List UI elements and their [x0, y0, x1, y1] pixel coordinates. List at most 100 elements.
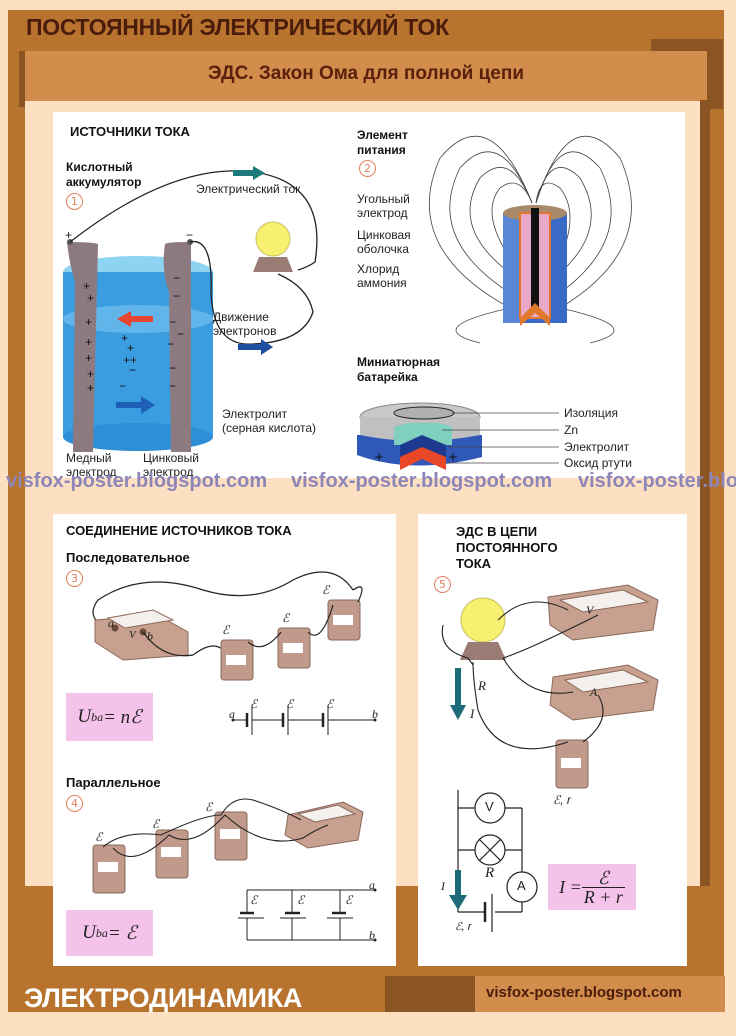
schematic-current-arrow [449, 870, 467, 910]
footer-decor [385, 976, 475, 1012]
svg-text:−: − [119, 379, 126, 393]
schematic-a: A [517, 878, 526, 893]
watermark-row: visfox-poster.blogspot.com visfox-poster… [0, 470, 736, 496]
sources-title: ИСТОЧНИКИ ТОКА [70, 124, 190, 139]
svg-text:R: R [477, 678, 486, 693]
current-arrow-down [450, 668, 466, 720]
svg-text:+: + [85, 315, 92, 329]
zinc-label: Цинковый электрод [143, 451, 199, 479]
pschem-emf-3: ℰ [345, 893, 353, 907]
svg-text:+: + [85, 335, 92, 349]
bulb-socket [253, 257, 293, 272]
bulb-glass [255, 221, 291, 257]
schematic-i: I [441, 879, 445, 893]
svg-text:+: + [87, 381, 94, 395]
formula-denominator: R + r [581, 886, 625, 907]
formula-rhs: = ℰ [107, 922, 137, 944]
electron-label: Движение электронов [213, 310, 277, 338]
svg-text:+: + [127, 341, 134, 355]
parallel-title: Параллельное [66, 775, 161, 790]
series-emf-2: ℰ [282, 611, 290, 625]
schem-emf-1: ℰ [250, 697, 258, 711]
mini-label-electrolyte: Электролит [564, 440, 630, 454]
mini-label-insulation: Изоляция [564, 406, 618, 420]
parallel-emf-2: ℰ [152, 817, 160, 831]
svg-text:−: − [186, 228, 193, 242]
acid-battery-illustration: +− +++ ++++ ++++ −−− −−−− −− [63, 166, 318, 452]
number-badge-1: 1 [66, 193, 83, 210]
series-b-label: b [372, 707, 378, 721]
watermark-text: visfox-poster.blogspot.com [291, 470, 553, 492]
pschem-emf-1: ℰ [250, 893, 258, 907]
cell-label-ammonium: Хлорид аммония [357, 262, 407, 290]
svg-text:I: I [469, 706, 475, 721]
cell-label-carbon: Угольный электрод [357, 192, 410, 220]
mini-zn [394, 423, 452, 445]
formula-sub: ba [95, 925, 108, 940]
cell-title: Элемент питания [357, 128, 408, 157]
mini-battery-illustration: ++ [357, 402, 559, 470]
parallel-a-label: a [369, 878, 375, 892]
svg-text:+: + [83, 279, 90, 293]
emf-schematic [449, 790, 538, 932]
acid-title: Кислотный аккумулятор [66, 160, 142, 189]
watermark-text: visfox-poster.blogspot.com [578, 470, 736, 492]
voltmeter-symbol [474, 792, 506, 824]
svg-text:−: − [173, 271, 180, 285]
series-title: Последовательное [66, 550, 190, 565]
series-emf-3: ℰ [322, 583, 330, 597]
cell-label-zinc: Цинковая оболочка [357, 228, 411, 256]
number-badge-2: 2 [359, 160, 376, 177]
parallel-emf-1: ℰ [95, 830, 103, 844]
parallel-emf-3: ℰ [205, 800, 213, 814]
decor-right [700, 100, 710, 886]
formula-u: U [82, 922, 96, 943]
schematic-source: ℰ, r [455, 921, 472, 933]
svg-text:++: ++ [123, 353, 137, 367]
watermark-text: visfox-poster.blogspot.com [6, 470, 268, 492]
svg-text:−: − [167, 337, 174, 351]
field-lines [428, 135, 632, 344]
copper-label: Медный электрод [66, 451, 117, 479]
mini-title: Миниатюрная батарейка [357, 355, 441, 384]
footer-title: ЭЛЕКТРОДИНАМИКА [24, 983, 303, 1013]
svg-text:+: + [374, 450, 384, 464]
svg-text:−: − [173, 289, 180, 303]
emf-bulb-socket [460, 642, 506, 660]
svg-text:+: + [87, 367, 94, 381]
svg-text:+: + [65, 228, 72, 242]
formula-lhs: I = [559, 876, 582, 897]
series-illustration: abV [92, 571, 363, 681]
series-schematic [231, 705, 377, 735]
schem-emf-3: ℰ [326, 697, 334, 711]
svg-text:−: − [169, 315, 176, 329]
formula-u: U [77, 706, 92, 727]
subtitle-band: ЭДС. Закон Ома для полной цепи [25, 51, 707, 101]
svg-text:+: + [87, 291, 94, 305]
emf-title: ЭДС В ЦЕПИ ПОСТОЯННОГО ТОКА [456, 524, 558, 571]
decor-side [19, 51, 29, 107]
ion-arrow-blue [116, 396, 155, 414]
lamp-symbol [474, 834, 506, 866]
formula-numerator: ℰ [597, 867, 609, 888]
connection-title: СОЕДИНЕНИЕ ИСТОЧНИКОВ ТОКА [66, 523, 292, 538]
svg-text:+: + [448, 450, 458, 464]
dry-cell-illustration [428, 135, 632, 344]
formula-sub: ba [91, 709, 104, 724]
mini-label-zn: Zn [564, 423, 579, 437]
footer-url[interactable]: visfox-poster.blogspot.com [486, 984, 682, 1001]
current-label: Электрический ток [196, 182, 301, 196]
voltmeter-face [106, 609, 175, 629]
series-wire-long [92, 571, 354, 631]
cell-bottom-cut [520, 303, 550, 326]
poster-subtitle: ЭДС. Закон Ома для полной цепи [208, 63, 524, 84]
series-emf-1: ℰ [222, 623, 230, 637]
wire-top [69, 170, 318, 271]
series-a-label: a [229, 707, 235, 721]
number-badge-3: 3 [66, 570, 83, 587]
mini-insulation [393, 406, 455, 420]
pschem-emf-2: ℰ [297, 893, 305, 907]
zinc-electrode [163, 242, 191, 452]
